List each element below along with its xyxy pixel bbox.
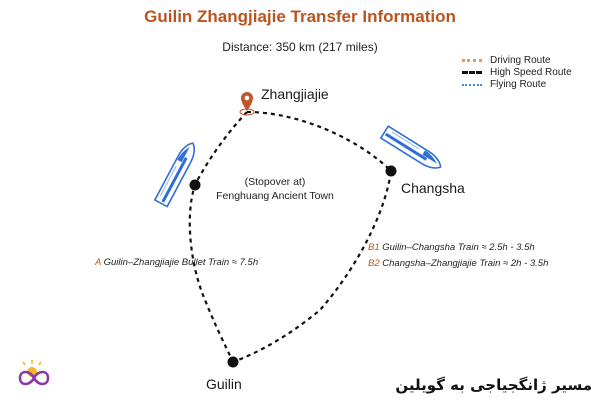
legend-label: High Speed Route: [490, 67, 572, 78]
route-code: B2: [368, 258, 380, 269]
guilin-dot: [227, 356, 239, 368]
city-label-guilin: Guilin: [206, 376, 242, 392]
route-text: Guilin–Zhangjiajie Bullet Train ≈ 7.5h: [100, 257, 259, 268]
fenghuang-dot: [189, 179, 201, 191]
footer-caption: مسیر ژانگجیاجی به گویلین: [395, 376, 592, 394]
bullet-train-icon: [153, 142, 195, 208]
page-title: Guilin Zhangjiajie Transfer Information: [144, 7, 456, 26]
legend-swatch-flying: [462, 83, 482, 86]
route-text: Guilin–Changsha Train ≈ 2.5h - 3.5h: [379, 242, 535, 253]
legend-item-high-speed: High Speed Route: [462, 67, 572, 78]
route-b-path: [232, 110, 393, 364]
route-a-path: [188, 111, 248, 363]
city-label-changsha: Changsha: [401, 180, 465, 196]
brand-logo-icon: [18, 360, 50, 386]
stopover-line-2: Fenghuang Ancient Town: [216, 190, 334, 202]
distance-text: Distance: 350 km (217 miles): [222, 40, 378, 54]
route-code: A: [95, 257, 101, 268]
legend-swatch-high-speed: [462, 71, 482, 74]
route-text: Changsha–Zhangjiajie Train ≈ 2h - 3.5h: [379, 258, 549, 269]
legend-item-flying: Flying Route: [462, 79, 546, 90]
legend-swatch-driving: [462, 59, 482, 62]
route-b2-label: B2 Changsha–Zhangjiajie Train ≈ 2h - 3.5…: [368, 258, 548, 269]
location-pin-icon: [239, 92, 255, 116]
legend-label: Flying Route: [490, 79, 547, 90]
route-a-label: A Guilin–Zhangjiajie Bullet Train ≈ 7.5h: [95, 257, 258, 268]
route-code: B1: [368, 242, 380, 253]
stopover-line-1: (Stopover at): [244, 176, 306, 188]
stopover-note: (Stopover at) Fenghuang Ancient Town: [200, 175, 350, 203]
changsha-dot: [385, 165, 397, 177]
legend-label: Driving Route: [490, 55, 551, 66]
route-b1-label: B1 Guilin–Changsha Train ≈ 2.5h - 3.5h: [368, 242, 535, 253]
bullet-train-icon: [379, 125, 442, 169]
legend-item-driving: Driving Route: [462, 55, 551, 66]
city-label-zhangjiajie: Zhangjiajie: [261, 86, 329, 102]
